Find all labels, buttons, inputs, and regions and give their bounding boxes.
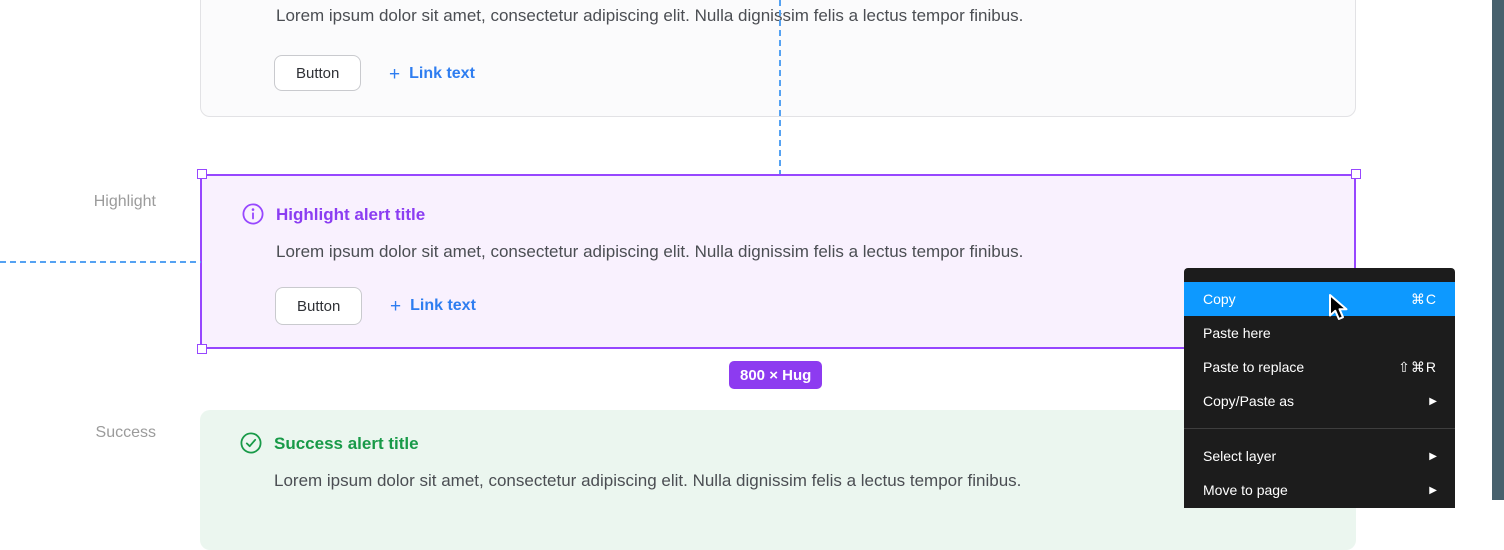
link-label: Link text bbox=[409, 65, 475, 82]
info-icon bbox=[242, 203, 264, 225]
selection-handle-top-left[interactable] bbox=[197, 169, 207, 179]
menu-item-copy[interactable]: Copy ⌘C bbox=[1184, 282, 1455, 316]
alert-button[interactable]: Button bbox=[275, 287, 363, 325]
size-badge: 800 × Hug bbox=[729, 361, 823, 389]
menu-item-copy-paste-as[interactable]: Copy/Paste as ▶ bbox=[1203, 393, 1437, 409]
selection-handle-bottom-left[interactable] bbox=[197, 344, 207, 354]
menu-item-select-layer[interactable]: Select layer ▶ bbox=[1203, 448, 1437, 464]
alert-link[interactable]: + Link text bbox=[389, 62, 475, 86]
menu-item-paste-to-replace[interactable]: Paste to replace ⇧⌘R bbox=[1203, 358, 1437, 376]
highlight-alert-card[interactable]: Highlight alert title Lorem ipsum dolor … bbox=[200, 174, 1356, 349]
submenu-arrow-icon: ▶ bbox=[1429, 450, 1437, 462]
default-alert-card[interactable]: Lorem ipsum dolor sit amet, consectetur … bbox=[200, 0, 1356, 117]
alert-description: Lorem ipsum dolor sit amet, consectetur … bbox=[274, 471, 1022, 490]
menu-item-paste-here[interactable]: Paste here bbox=[1203, 325, 1271, 341]
context-menu: Copy ⌘C Paste here Paste to replace ⇧⌘R … bbox=[1184, 268, 1455, 508]
alert-title: Highlight alert title bbox=[276, 205, 426, 224]
selection-handle-top-right[interactable] bbox=[1351, 169, 1361, 179]
check-circle-icon bbox=[240, 432, 262, 454]
link-label: Link text bbox=[410, 297, 476, 314]
alert-link[interactable]: + Link text bbox=[390, 294, 476, 318]
alert-description: Lorem ipsum dolor sit amet, consectetur … bbox=[276, 242, 1024, 261]
alert-description: Lorem ipsum dolor sit amet, consectetur … bbox=[276, 6, 1024, 25]
plus-icon: + bbox=[390, 295, 402, 317]
plus-icon: + bbox=[389, 63, 401, 85]
section-label-highlight: Highlight bbox=[93, 193, 156, 210]
shortcut-label: ⌘C bbox=[1410, 290, 1437, 307]
vertical-guide-line bbox=[779, 0, 781, 174]
alert-title: Success alert title bbox=[274, 434, 419, 453]
mouse-cursor-icon bbox=[1329, 294, 1348, 320]
submenu-arrow-icon: ▶ bbox=[1429, 484, 1437, 496]
section-label-success: Success bbox=[95, 424, 156, 441]
shortcut-label: ⇧⌘R bbox=[1398, 358, 1437, 375]
horizontal-guide-line bbox=[0, 261, 201, 263]
adjacent-panel-strip bbox=[1492, 0, 1504, 500]
menu-divider bbox=[1184, 428, 1455, 429]
submenu-arrow-icon: ▶ bbox=[1429, 395, 1437, 407]
menu-item-move-to-page[interactable]: Move to page ▶ bbox=[1203, 482, 1437, 498]
alert-button[interactable]: Button bbox=[274, 55, 362, 91]
success-alert-card[interactable]: Success alert title Lorem ipsum dolor si… bbox=[200, 410, 1356, 550]
